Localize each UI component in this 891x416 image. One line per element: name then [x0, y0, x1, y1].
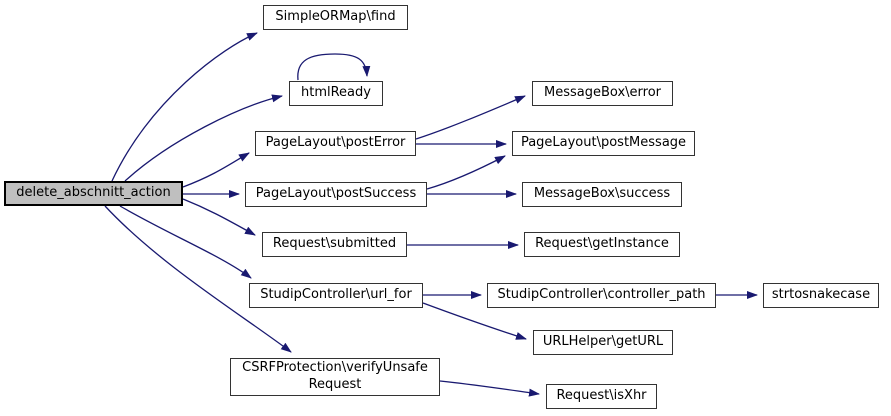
edge-pagelayout-posterror-to-messagebox-error: [415, 95, 526, 140]
edge-studipcontroller-url-for-to-urlhelper-geturl: [422, 302, 527, 340]
node-request-isxhr[interactable]: Request\isXhr: [546, 384, 657, 409]
node-strtosnakecase[interactable]: strtosnakecase: [763, 283, 879, 308]
node-studipcontroller-controller-path[interactable]: StudipController\controller_path: [487, 283, 716, 308]
node-messagebox-success[interactable]: MessageBox\success: [522, 182, 682, 207]
node-simpleormap-find[interactable]: SimpleORMap\find: [263, 5, 408, 30]
edge-pagelayout-postsuccess-to-pagelayout-postmessage: [426, 155, 506, 190]
edge-csrfprotection-verifyunsaferequest-to-request-isxhr: [439, 380, 540, 397]
edge-delete-abschnitt-action-to-csrfprotection-verifyunsaferequest: [104, 205, 292, 353]
node-request-getinstance[interactable]: Request\getInstance: [524, 232, 680, 257]
node-pagelayout-postsuccess[interactable]: PageLayout\postSuccess: [245, 182, 427, 207]
node-urlhelper-geturl[interactable]: URLHelper\getURL: [533, 330, 673, 355]
edge-delete-abschnitt-action-to-pagelayout-posterror: [182, 152, 250, 188]
edge-delete-abschnitt-action-to-studipcontroller-url-for: [119, 205, 252, 279]
node-csrfprotection-verifyunsaferequest[interactable]: CSRFProtection\verifyUnsafe Request: [230, 358, 440, 396]
node-htmlready[interactable]: htmlReady: [289, 81, 383, 106]
node-label-line: CSRFProtection\verifyUnsafe: [242, 360, 428, 376]
node-delete-abschnitt-action[interactable]: delete_abschnitt_action: [4, 181, 183, 206]
node-pagelayout-posterror[interactable]: PageLayout\postError: [255, 131, 416, 156]
node-label-line: Request: [308, 377, 362, 392]
edge-htmlready-self-loop: [297, 53, 371, 81]
node-studipcontroller-url-for[interactable]: StudipController\url_for: [249, 283, 423, 308]
node-request-submitted[interactable]: Request\submitted: [262, 232, 407, 257]
node-messagebox-error[interactable]: MessageBox\error: [532, 81, 673, 106]
edge-delete-abschnitt-action-to-simpleormap-find: [111, 32, 258, 182]
node-pagelayout-postmessage[interactable]: PageLayout\postMessage: [512, 131, 695, 156]
